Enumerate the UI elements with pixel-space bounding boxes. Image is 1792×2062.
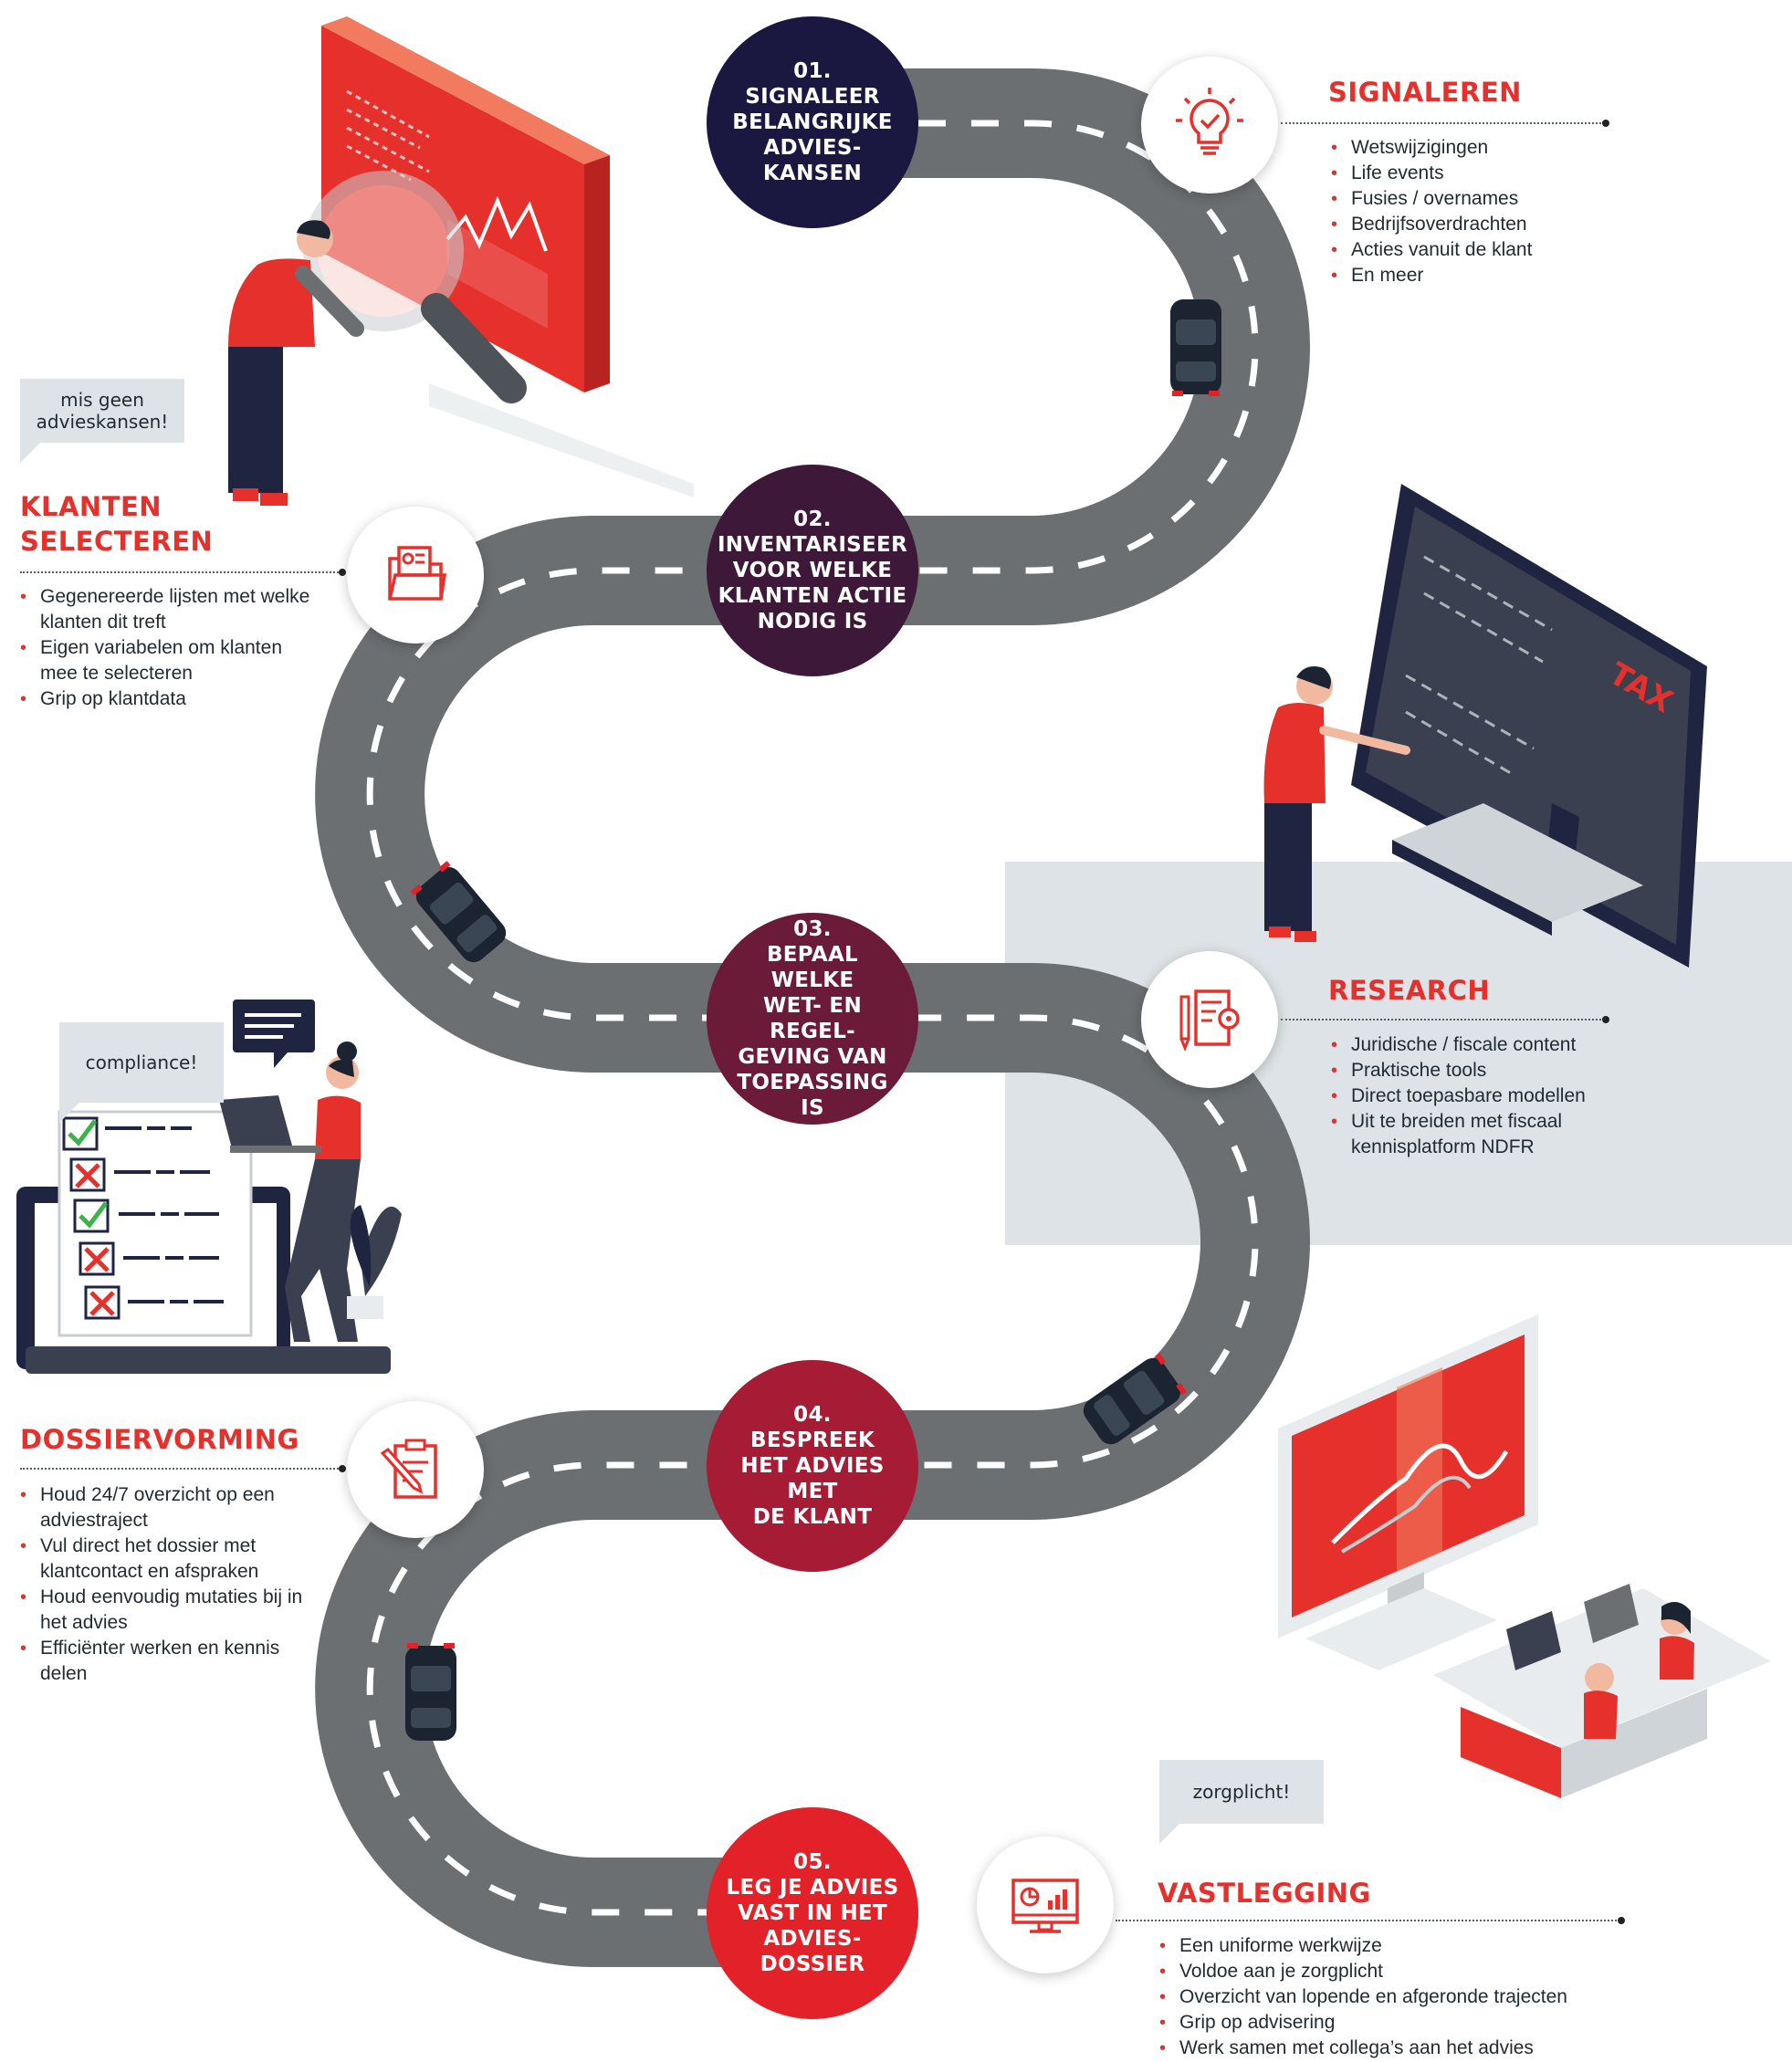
list-item: Grip op advisering bbox=[1159, 2010, 1762, 2036]
illustration-tax-monitor: TAX bbox=[1263, 484, 1707, 968]
step-4-title: BESPREEK HET ADVIES MET DE KLANT bbox=[740, 1429, 885, 1529]
step-1-title: SIGNALEER BELANGRIJKE ADVIES- KANSEN bbox=[732, 85, 893, 185]
dossiervorming-divider bbox=[20, 1465, 346, 1472]
klanten-selecteren-divider bbox=[20, 569, 346, 576]
advieskansen-bubble-text: mis geen advieskansen! bbox=[36, 389, 169, 433]
zorgplicht-bubble-text: zorgplicht! bbox=[1192, 1781, 1291, 1803]
list-item: Praktische tools bbox=[1331, 1058, 1623, 1083]
dossiervorming-list: Houd 24/7 overzicht op een adviestraject… bbox=[20, 1482, 312, 1687]
klanten-selecteren-list: Gegenereerde lijsten met welke klanten d… bbox=[20, 584, 321, 712]
illustration-team-monitor bbox=[1278, 1314, 1771, 1798]
list-item: Fusies / overnames bbox=[1331, 186, 1714, 212]
step-4-circle: 04. BESPREEK HET ADVIES MET DE KLANT bbox=[707, 1360, 918, 1572]
list-item: Direct toepasbare modellen bbox=[1331, 1083, 1623, 1109]
step-1-number: 01. bbox=[793, 59, 832, 83]
clipboard-pen-icon-circle bbox=[347, 1401, 484, 1538]
monitor-chart-icon bbox=[1011, 1879, 1079, 1933]
car-3 bbox=[1083, 1353, 1187, 1445]
list-item: Gegenereerde lijsten met welke klanten d… bbox=[20, 584, 321, 635]
monitor-chart-icon-circle bbox=[977, 1837, 1114, 1973]
document-gear-icon-circle bbox=[1141, 951, 1278, 1088]
vastlegging-divider bbox=[1116, 1917, 1625, 1924]
lightbulb-icon bbox=[1176, 88, 1243, 155]
lightbulb-icon-circle bbox=[1141, 57, 1278, 194]
client-folder-icon bbox=[388, 546, 447, 601]
illustration-magnifier-panel bbox=[228, 16, 694, 506]
car-2 bbox=[410, 861, 507, 963]
list-item: Overzicht van lopende en afgeronde traje… bbox=[1159, 1984, 1762, 2010]
vastlegging-title: VASTLEGGING bbox=[1158, 1878, 1371, 1909]
list-item: Voldoe aan je zorgplicht bbox=[1159, 1959, 1762, 1984]
signaleren-divider bbox=[1281, 120, 1609, 127]
illustration-compliance-checklist bbox=[16, 1000, 402, 1374]
step-3-number: 03. bbox=[793, 917, 832, 941]
step-2-number: 02. bbox=[793, 508, 832, 531]
list-item: Juridische / fiscale content bbox=[1331, 1032, 1623, 1058]
dossiervorming-title: DOSSIERVORMING bbox=[20, 1424, 299, 1455]
step-2-circle: 02. INVENTARISEER VOOR WELKE KLANTEN ACT… bbox=[707, 465, 918, 676]
list-item: Houd 24/7 overzicht op een adviestraject bbox=[20, 1482, 312, 1533]
compliance-bubble: compliance! bbox=[59, 1022, 224, 1123]
klanten-selecteren-title: KLANTEN SELECTEREN bbox=[20, 491, 214, 557]
document-gear-icon bbox=[1179, 989, 1240, 1052]
advieskansen-bubble: mis geen advieskansen! bbox=[20, 379, 184, 463]
list-item: Vul direct het dossier met klantcontact … bbox=[20, 1533, 312, 1585]
step-2-title: INVENTARISEER VOOR WELKE KLANTEN ACTIE N… bbox=[717, 533, 908, 633]
list-item: Houd eenvoudig mutaties bij in het advie… bbox=[20, 1585, 312, 1636]
list-item: Uit te breiden met fiscaal kennisplatfor… bbox=[1331, 1109, 1623, 1160]
car-1 bbox=[1170, 299, 1221, 396]
research-list: Juridische / fiscale content Praktische … bbox=[1331, 1032, 1623, 1160]
list-item: En meer bbox=[1331, 263, 1714, 288]
step-4-number: 04. bbox=[793, 1403, 832, 1427]
list-item: Werk samen met collega’s aan het advies bbox=[1159, 2036, 1762, 2061]
research-divider bbox=[1281, 1016, 1609, 1023]
list-item: Een uniforme werkwijze bbox=[1159, 1933, 1762, 1959]
step-1-circle: 01. SIGNALEER BELANGRIJKE ADVIES- KANSEN bbox=[707, 16, 918, 228]
vastlegging-list: Een uniforme werkwijze Voldoe aan je zor… bbox=[1159, 1933, 1762, 2061]
list-item: Eigen variabelen om klanten mee te selec… bbox=[20, 635, 321, 686]
list-item: Efficiënter werken en kennis delen bbox=[20, 1636, 312, 1687]
list-item: Life events bbox=[1331, 161, 1714, 186]
list-item: Bedrijfsoverdrachten bbox=[1331, 212, 1714, 237]
step-5-number: 05. bbox=[793, 1850, 832, 1874]
list-item: Acties vanuit de klant bbox=[1331, 237, 1714, 263]
compliance-bubble-text: compliance! bbox=[85, 1052, 198, 1073]
list-item: Wetswijzigingen bbox=[1331, 135, 1714, 161]
client-folder-icon-circle bbox=[347, 507, 484, 644]
zorgplicht-bubble: zorgplicht! bbox=[1159, 1760, 1324, 1844]
clipboard-pen-icon bbox=[380, 1439, 437, 1499]
step-5-title: LEG JE ADVIES VAST IN HET ADVIES- DOSSIE… bbox=[726, 1876, 899, 1976]
step-3-title: BEPAAL WELKE WET- EN REGEL- GEVING VAN T… bbox=[737, 943, 888, 1120]
signaleren-list: Wetswijzigingen Life events Fusies / ove… bbox=[1331, 135, 1714, 288]
step-5-circle: 05. LEG JE ADVIES VAST IN HET ADVIES- DO… bbox=[707, 1807, 918, 2019]
research-title: RESEARCH bbox=[1328, 975, 1491, 1006]
signaleren-title: SIGNALEREN bbox=[1328, 77, 1522, 108]
car-4 bbox=[405, 1643, 456, 1741]
step-3-circle: 03. BEPAAL WELKE WET- EN REGEL- GEVING V… bbox=[707, 913, 918, 1125]
list-item: Grip op klantdata bbox=[20, 686, 321, 712]
